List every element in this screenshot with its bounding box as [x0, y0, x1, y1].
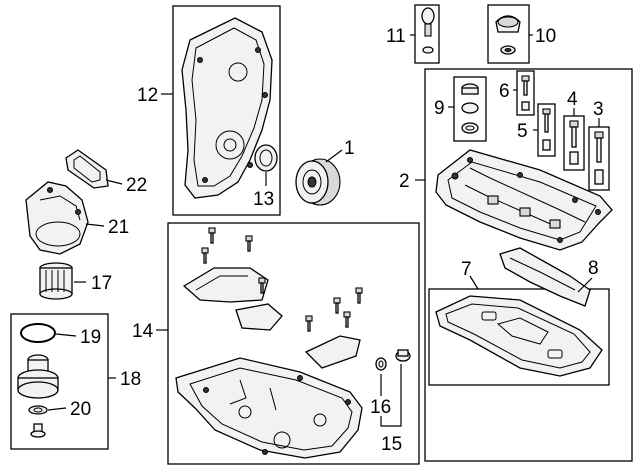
box-dipstick — [414, 4, 440, 64]
drain-plug-icon — [395, 349, 411, 362]
callout-6: 6 — [499, 81, 510, 102]
callout-17: 17 — [91, 273, 112, 294]
callout-12: 12 — [137, 85, 158, 106]
bolt-3-icon — [594, 131, 604, 185]
callout-21: 21 — [108, 217, 129, 238]
box-timing-cover — [172, 5, 281, 216]
box-oil-pan — [167, 222, 420, 465]
callout-16: 16 — [370, 397, 391, 418]
box-filter-housing — [10, 313, 109, 450]
seal-set-icon — [461, 83, 479, 134]
callout-4: 4 — [567, 89, 578, 110]
box-oil-cap — [487, 4, 530, 64]
oil-filter-icon — [39, 262, 73, 300]
box-valve-cover — [424, 68, 633, 462]
oil-cap-icon — [495, 15, 521, 55]
box-bolt-6 — [516, 70, 535, 116]
bolt-6-icon — [521, 75, 530, 111]
oil-pan-icon — [175, 357, 363, 459]
callout-13: 13 — [253, 189, 274, 210]
oil-pan-bracket-icon — [304, 335, 361, 369]
filter-housing-21-icon — [25, 181, 89, 255]
callout-1: 1 — [344, 138, 355, 159]
valve-cover-icon — [435, 149, 613, 251]
callout-9: 9 — [434, 98, 445, 119]
callout-5: 5 — [517, 121, 528, 142]
leader-lines — [47, 34, 600, 427]
callout-3: 3 — [593, 99, 604, 120]
callout-14: 14 — [132, 321, 154, 342]
dipstick-icon — [421, 7, 435, 54]
callout-2: 2 — [399, 171, 410, 192]
callout-18: 18 — [120, 369, 141, 390]
gasket-22-icon — [65, 149, 109, 189]
callout-7: 7 — [461, 259, 472, 280]
drain-washer-icon — [375, 357, 387, 371]
callout-19: 19 — [80, 327, 101, 348]
washer-20-icon — [28, 405, 48, 415]
callout-22: 22 — [126, 175, 147, 196]
plug-bolt-icon — [30, 423, 46, 438]
bolt-5-icon — [542, 108, 551, 151]
callout-15: 15 — [381, 434, 402, 455]
callout-8: 8 — [588, 258, 599, 279]
front-seal-icon — [254, 144, 278, 172]
oil-pickup-icon — [182, 267, 283, 331]
oil-pan-bolts-icon — [201, 227, 363, 332]
baffle-icon — [499, 247, 591, 307]
box-seals-9 — [453, 76, 487, 142]
crank-pulley-icon — [295, 158, 341, 206]
callout-11: 11 — [386, 26, 406, 47]
callout-20: 20 — [70, 399, 91, 420]
callout-10: 10 — [535, 26, 556, 47]
filter-cap-icon — [17, 354, 59, 399]
valve-cover-gasket-icon — [435, 295, 603, 377]
o-ring-19-icon — [20, 323, 56, 343]
box-gasket — [428, 288, 610, 386]
bolt-4-icon — [569, 120, 579, 165]
timing-cover-icon — [181, 17, 273, 199]
